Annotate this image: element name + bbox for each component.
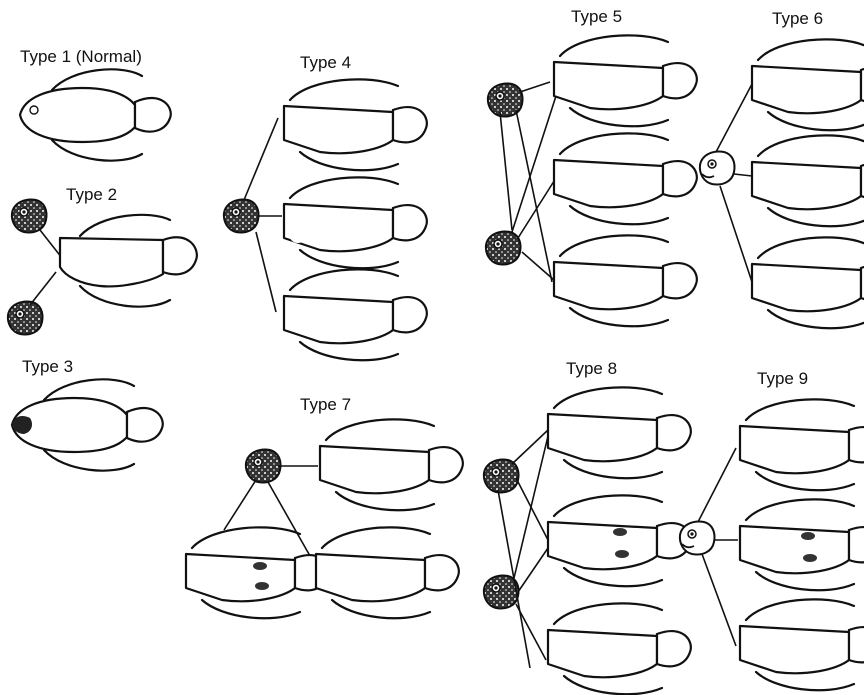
- label-type8: Type 8: [566, 359, 617, 378]
- type4-head: [224, 200, 259, 233]
- type5-body-bottom: [554, 235, 697, 326]
- type6-head: [700, 152, 735, 185]
- label-type5: Type 5: [571, 7, 622, 26]
- type5-body-top: [554, 35, 697, 126]
- type4-body-mid: [284, 177, 427, 268]
- type8-head-top: [484, 460, 519, 493]
- type7-diagram: [186, 419, 463, 618]
- type2-head-bottom: [8, 302, 43, 335]
- type1-larva: [20, 69, 171, 160]
- type2-body: [60, 215, 197, 307]
- type2-head-top: [12, 200, 47, 233]
- label-type6: Type 6: [772, 9, 823, 28]
- type8-body-top: [548, 387, 691, 478]
- type6-body-mid: [752, 135, 864, 226]
- type7-body-left: [186, 527, 329, 618]
- label-type7: Type 7: [300, 395, 351, 414]
- type4-diagram: [224, 79, 427, 360]
- label-type2: Type 2: [66, 185, 117, 204]
- type7-head: [246, 450, 281, 483]
- type5-head-top: [488, 84, 523, 117]
- type9-body-top: [740, 399, 864, 490]
- type5-head-bottom: [486, 232, 521, 265]
- type5-diagram: [486, 35, 697, 326]
- type4-body-top: [284, 79, 427, 170]
- label-type3: Type 3: [22, 357, 73, 376]
- type2-diagram: [8, 200, 197, 335]
- type9-head: [680, 522, 715, 555]
- type6-diagram: [700, 39, 864, 328]
- type5-body-mid: [554, 133, 697, 224]
- type9-body-bottom: [740, 599, 864, 690]
- type8-body-mid: [548, 495, 691, 586]
- type8-head-bottom: [484, 576, 519, 609]
- type4-body-bottom: [284, 269, 427, 360]
- type6-body-top: [752, 39, 864, 130]
- type8-diagram: [484, 387, 691, 694]
- label-type4: Type 4: [300, 53, 351, 72]
- type3-larva: [12, 379, 163, 470]
- type8-body-bottom: [548, 603, 691, 694]
- type9-diagram: [680, 399, 864, 690]
- label-type9: Type 9: [757, 369, 808, 388]
- type9-body-mid: [740, 499, 864, 590]
- label-type1: Type 1 (Normal): [20, 47, 142, 66]
- type7-body-top: [320, 419, 463, 510]
- type6-body-bottom: [752, 237, 864, 328]
- type7-body-right: [316, 527, 459, 618]
